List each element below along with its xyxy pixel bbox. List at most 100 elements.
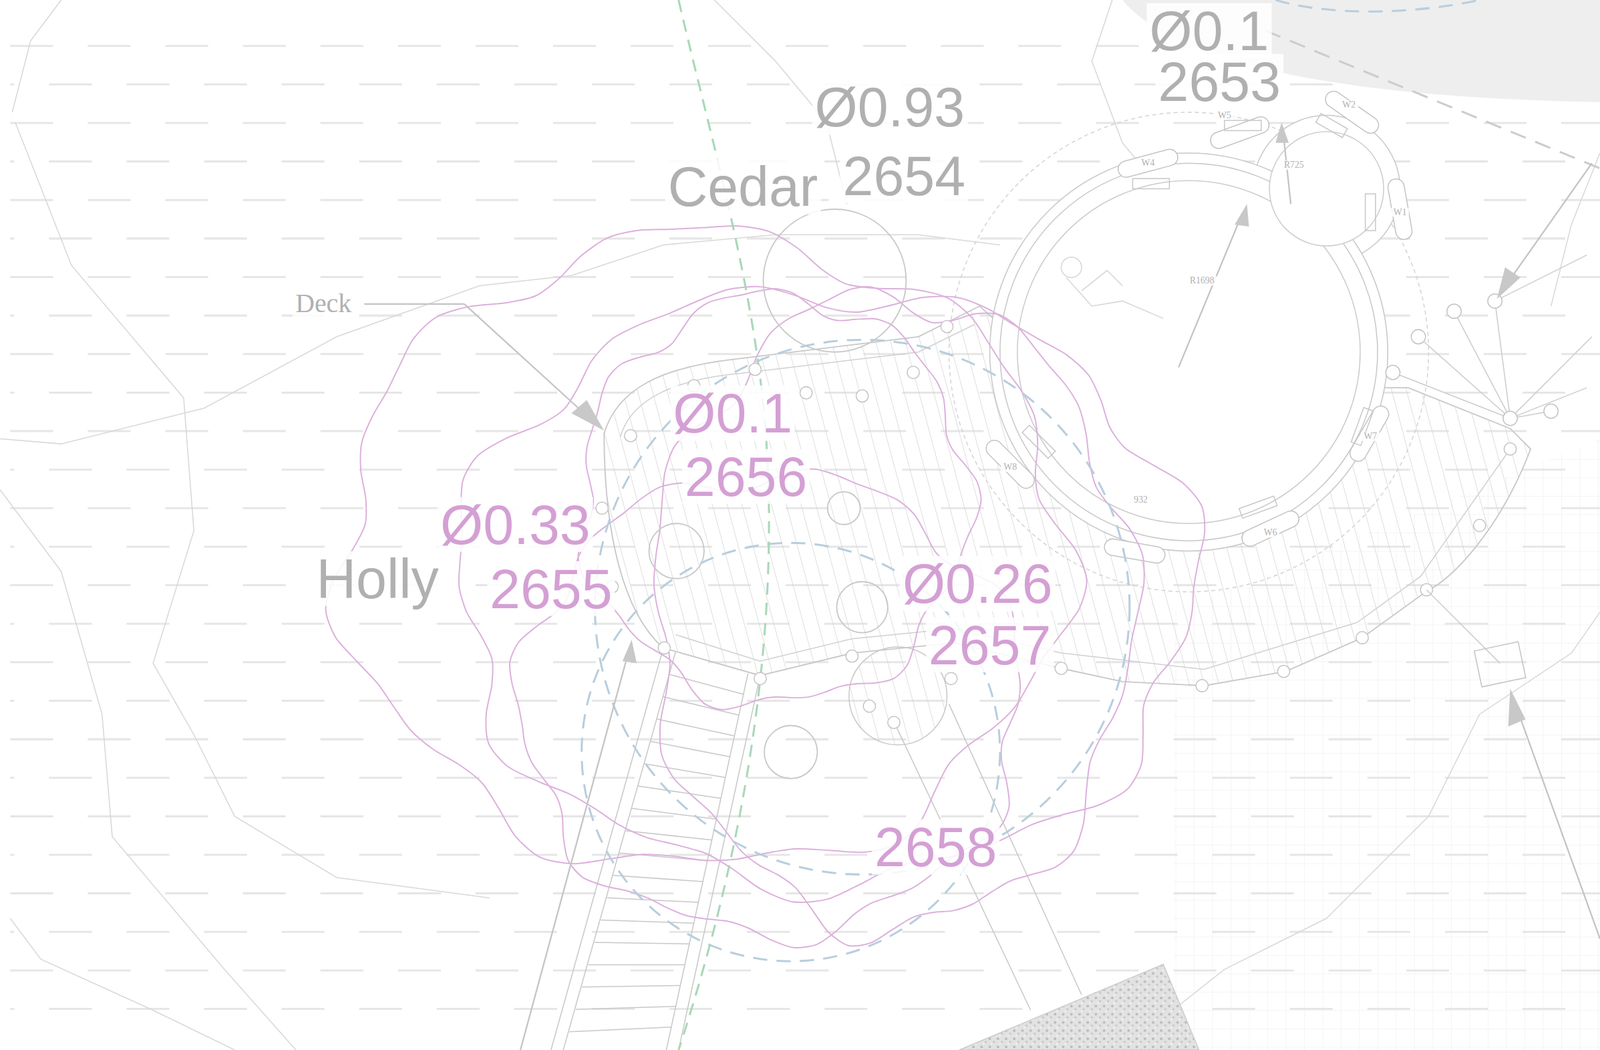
window-tag: W4 bbox=[1138, 158, 1158, 168]
leader-line bbox=[1515, 703, 1600, 938]
person-figure bbox=[1066, 270, 1164, 319]
path-network bbox=[1495, 300, 1511, 419]
deck-post bbox=[856, 389, 869, 402]
window bbox=[1316, 113, 1348, 138]
tree-trunk bbox=[763, 209, 907, 353]
arrowhead bbox=[1234, 203, 1249, 227]
leader-line bbox=[520, 647, 630, 1050]
stair bbox=[644, 763, 725, 778]
path-network bbox=[1392, 255, 1592, 664]
deck-post bbox=[658, 641, 671, 654]
window bbox=[1365, 193, 1376, 231]
tree-number: 2657 bbox=[925, 617, 1054, 673]
tree-canopy bbox=[325, 225, 1205, 948]
bench bbox=[1386, 177, 1414, 241]
path-network bbox=[1392, 372, 1511, 419]
stair bbox=[587, 964, 685, 966]
leader-line bbox=[364, 127, 1600, 1050]
root-protection-zone bbox=[1275, 0, 1480, 12]
stair bbox=[569, 1026, 671, 1032]
leader-line bbox=[464, 303, 592, 421]
contour-line bbox=[1551, 152, 1600, 306]
tree-canopy bbox=[325, 225, 1087, 864]
path-network bbox=[1510, 336, 1592, 419]
deck-post bbox=[754, 672, 767, 685]
deck-post bbox=[1277, 664, 1290, 677]
path-node bbox=[1385, 365, 1400, 380]
tree-diameter: Ø0.1 bbox=[1147, 3, 1272, 59]
deck-post bbox=[595, 501, 608, 514]
arrowhead bbox=[1508, 688, 1526, 727]
stair bbox=[650, 740, 731, 757]
boundary-line bbox=[1265, 30, 1600, 169]
bench bbox=[1102, 537, 1166, 564]
stair bbox=[637, 785, 721, 798]
bin-symbol bbox=[1474, 641, 1526, 687]
ground-hatch bbox=[10, 853, 1600, 856]
window-tag: W7 bbox=[1360, 432, 1380, 442]
bench bbox=[1239, 507, 1302, 549]
dimension-text: 932 bbox=[1131, 495, 1151, 505]
tree-trunk bbox=[648, 209, 906, 779]
tree-canopy bbox=[458, 286, 1205, 902]
radius-dimension: R725 bbox=[1281, 160, 1307, 170]
arrowhead bbox=[1497, 267, 1521, 299]
root-protection-zone bbox=[594, 339, 1130, 874]
building-lobe bbox=[1269, 131, 1384, 246]
path-node bbox=[1543, 404, 1558, 419]
path-node bbox=[1503, 410, 1518, 425]
leader-line bbox=[1178, 212, 1243, 368]
window-tag: W1 bbox=[1390, 207, 1410, 218]
tree-diameter: Ø0.33 bbox=[437, 496, 594, 552]
contour-line bbox=[12, 0, 61, 113]
deck-post bbox=[845, 650, 858, 663]
window bbox=[1132, 178, 1170, 189]
tree-diameter: Ø0.26 bbox=[899, 555, 1056, 611]
ground-hatch bbox=[10, 930, 1600, 933]
ground-hatch bbox=[10, 46, 1600, 1009]
building-offset bbox=[949, 112, 1429, 592]
ground-hatch bbox=[10, 815, 1600, 818]
tree-trunk bbox=[827, 491, 861, 525]
bench bbox=[982, 88, 1414, 565]
tree-number: 2654 bbox=[840, 147, 969, 203]
deck-post bbox=[1473, 519, 1486, 532]
gravel-area bbox=[959, 964, 1200, 1050]
window-tag: W6 bbox=[1261, 527, 1280, 538]
tree-trunk bbox=[764, 725, 818, 779]
leader-line bbox=[1501, 163, 1592, 291]
tree-number: 2656 bbox=[682, 448, 810, 504]
deck-post bbox=[624, 429, 637, 442]
species-name: Holly bbox=[313, 550, 441, 606]
ground-hatch bbox=[10, 699, 1600, 702]
tree-canopy bbox=[654, 286, 1145, 946]
window bbox=[1239, 495, 1278, 518]
radius-dimension: R1698 bbox=[1187, 275, 1218, 286]
deck-post bbox=[944, 672, 957, 685]
deck-post bbox=[1503, 442, 1516, 455]
tree-trunk bbox=[836, 581, 888, 632]
survey-line bbox=[678, 0, 769, 1050]
stair bbox=[678, 675, 761, 1050]
tree-number: 2658 bbox=[871, 819, 1000, 874]
window-tag: W5 bbox=[1215, 110, 1234, 121]
deck-post bbox=[887, 716, 900, 729]
arrowhead bbox=[622, 639, 637, 663]
bench bbox=[1346, 402, 1392, 465]
stair bbox=[656, 718, 735, 736]
contour-line bbox=[15, 122, 490, 898]
window bbox=[1022, 113, 1376, 519]
tree-trunk bbox=[648, 523, 704, 578]
arrowhead bbox=[1275, 122, 1289, 143]
ground-hatch bbox=[10, 891, 1600, 894]
stair bbox=[662, 696, 739, 715]
stair bbox=[594, 941, 690, 944]
path-node bbox=[1410, 329, 1425, 344]
contour-line bbox=[10, 917, 235, 1050]
stair bbox=[600, 919, 694, 924]
